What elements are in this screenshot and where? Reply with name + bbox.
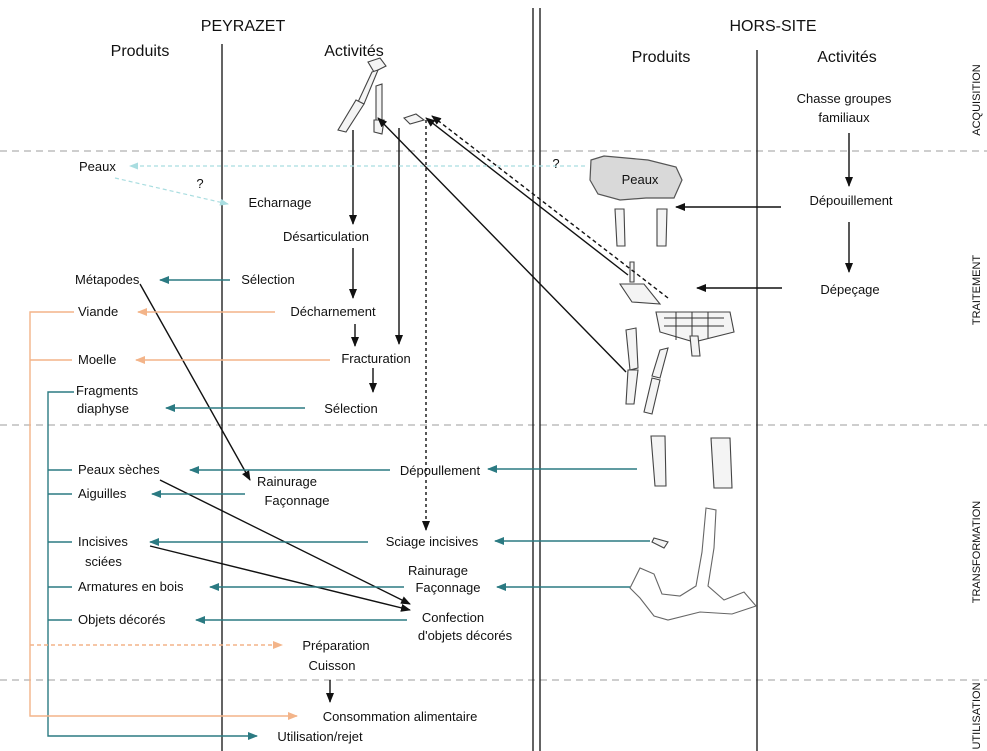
product-fragments-line1: Fragments <box>76 383 139 398</box>
activity-echarnage: Echarnage <box>249 195 312 210</box>
header-hors-site: HORS-SITE <box>729 18 816 35</box>
peaux-hide-illustration: Peaux <box>589 155 683 201</box>
limb-bones-illustration <box>625 327 669 415</box>
header-peyrazet: PEYRAZET <box>201 18 286 35</box>
product-fragments-line2: diaphyse <box>77 401 129 416</box>
header-peyrazet-activites: Activités <box>324 43 384 60</box>
activity-confection-line2: d'objets décorés <box>418 628 513 643</box>
bracket-food-consommation <box>29 311 298 720</box>
reindeer-skeleton-illustration <box>618 261 735 357</box>
activity-selection-2: Sélection <box>324 401 377 416</box>
metapodes-pair-illustration <box>614 208 668 247</box>
activity-fracturation: Fracturation <box>341 351 410 366</box>
reindeer-leg-top-illustration <box>337 57 426 135</box>
product-incisives-line2: sciées <box>85 554 122 569</box>
product-armatures: Armatures en bois <box>78 579 184 594</box>
header-peyrazet-produits: Produits <box>111 43 170 60</box>
phase-utilisation: UTILISATION <box>971 682 983 749</box>
peyrazet-products: Peaux Métapodes Viande Moelle Fragments … <box>75 159 184 627</box>
activity-chasse-line2: familiaux <box>818 110 870 125</box>
activity-depecage: Dépeçage <box>820 282 879 297</box>
activity-preparation: Préparation <box>302 638 369 653</box>
flow-arrows <box>29 115 853 740</box>
question-mark-peaux-hors-site: ? <box>552 156 559 171</box>
horssite-activities: Chasse groupes familiaux Dépouillement D… <box>797 91 893 297</box>
product-metapodes: Métapodes <box>75 272 140 287</box>
bracket-fragments-utilisation <box>47 391 258 740</box>
activity-depoullement: Dépoullement <box>400 463 481 478</box>
activity-sciage: Sciage incisives <box>386 534 479 549</box>
activity-cuisson: Cuisson <box>309 658 356 673</box>
phase-acquisition: ACQUISITION <box>971 64 983 136</box>
activity-rainurage-2: Rainurage <box>408 563 468 578</box>
product-viande: Viande <box>78 304 118 319</box>
activity-horssite-depouillement: Dépouillement <box>809 193 892 208</box>
arrow-incisives-confection <box>149 545 411 612</box>
antler-illustration <box>629 507 757 621</box>
activity-consommation: Consommation alimentaire <box>323 709 478 724</box>
incisor-illustration <box>651 537 669 549</box>
metapodes-lower-illustration <box>650 435 733 489</box>
arrow-skeleton-to-top-dashed <box>431 115 669 299</box>
activity-faconnage-1: Façonnage <box>264 493 329 508</box>
activity-utilisation-rejet: Utilisation/rejet <box>277 729 363 744</box>
arrow-limb-to-top <box>377 117 627 373</box>
product-moelle: Moelle <box>78 352 116 367</box>
product-peaux-seches: Peaux sèches <box>78 462 160 477</box>
activity-desarticulation: Désarticulation <box>283 229 369 244</box>
column-lines <box>221 8 758 751</box>
product-peaux: Peaux <box>79 159 116 174</box>
headers: PEYRAZET HORS-SITE Produits Activités Pr… <box>111 18 877 66</box>
activity-rainurage-1: Rainurage <box>257 474 317 489</box>
header-horssite-produits: Produits <box>632 49 691 66</box>
arrow-peaux-echarnage <box>114 177 229 206</box>
activity-selection-1: Sélection <box>241 272 294 287</box>
horssite-peaux-label: Peaux <box>622 172 659 187</box>
product-aiguilles: Aiguilles <box>78 486 127 501</box>
question-mark-echarnage: ? <box>196 176 203 191</box>
activity-faconnage-2: Façonnage <box>415 580 480 595</box>
header-horssite-activites: Activités <box>817 49 877 66</box>
arrow-metapodes-rainurage <box>139 283 251 481</box>
product-objets-decores: Objets décorés <box>78 612 166 627</box>
illustrations: Peaux <box>337 57 757 621</box>
peyrazet-activities: Echarnage Désarticulation Sélection Déch… <box>241 195 512 744</box>
activity-chasse-line1: Chasse groupes <box>797 91 892 106</box>
product-incisives-line1: Incisives <box>78 534 128 549</box>
phase-separators <box>0 150 987 681</box>
activity-confection-line1: Confection <box>422 610 484 625</box>
phase-labels: ACQUISITION TRAITEMENT TRANSFORMATION UT… <box>971 64 983 749</box>
activity-decharnement: Décharnement <box>290 304 376 319</box>
phase-traitement: TRAITEMENT <box>971 255 983 326</box>
phase-transformation: TRANSFORMATION <box>971 501 983 604</box>
arrow-skeleton-to-top <box>425 117 629 276</box>
